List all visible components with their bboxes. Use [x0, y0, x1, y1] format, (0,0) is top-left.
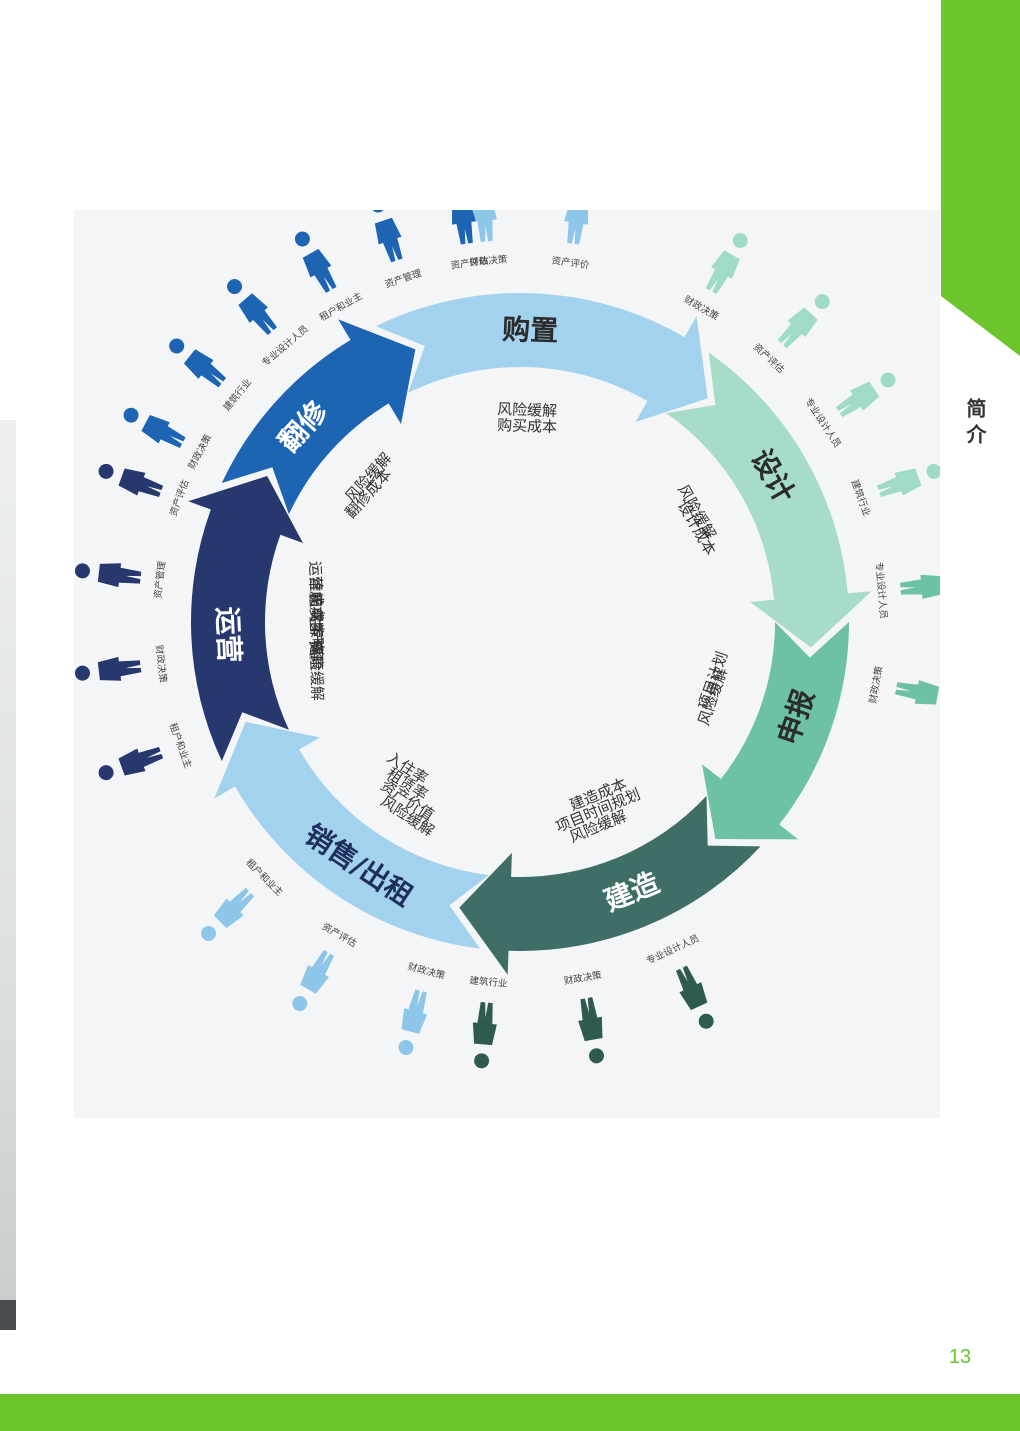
stakeholder-role: 建筑行业: [848, 478, 872, 518]
section-title: 简介: [963, 398, 987, 450]
stage-detail: 租赁策略: [306, 593, 327, 654]
person-icon: [895, 680, 940, 706]
stakeholder-role: 建筑行业: [469, 974, 508, 989]
stage-arrow: [666, 352, 872, 648]
stakeholder-role: 资产管理: [152, 560, 168, 600]
stakeholder-role: 专业设计人员: [802, 396, 843, 450]
stage-arrow: [375, 293, 708, 422]
person-icon: [676, 965, 714, 1029]
stakeholder-role: 资产评估: [450, 254, 490, 271]
section-tab-shape: [941, 0, 1020, 356]
stakeholder-role: 专业设计人员: [644, 932, 701, 967]
lifecycle-diagram: 购置风险缓解购买成本设计风险缓解设计成本申报项目计划风险缓解建造建造成本项目时间…: [74, 210, 940, 1118]
person-icon: [201, 887, 255, 941]
stakeholder-role: 资产评估: [751, 341, 787, 376]
person-icon: [578, 997, 604, 1064]
person-icon: [777, 294, 830, 349]
stakeholder-role: 租户和业主: [243, 857, 285, 899]
stage-detail: 购买成本: [497, 416, 558, 436]
stakeholder-role: 专业设计人员: [873, 561, 890, 619]
stage-detail: 生产率: [306, 616, 326, 662]
stage-detail: 运营成本: [306, 561, 327, 622]
stakeholder-role: 财政决策: [469, 253, 508, 268]
stakeholder-role: 财政决策: [407, 960, 447, 982]
background-photo-edge: [0, 420, 16, 1320]
person-icon: [398, 989, 428, 1055]
stage-arrow: [188, 476, 303, 762]
stakeholder-role: 财政决策: [153, 644, 169, 684]
person-icon: [98, 463, 164, 497]
stakeholder-role: 资产评价: [551, 254, 591, 271]
person-icon: [227, 279, 277, 335]
person-icon: [451, 210, 476, 245]
stage-arrow: [214, 721, 489, 949]
person-icon: [74, 656, 142, 681]
person-icon: [876, 463, 940, 497]
person-icon: [472, 1002, 497, 1069]
background-photo-shadow: [0, 1300, 16, 1330]
person-icon: [370, 210, 403, 263]
person-icon: [169, 338, 227, 388]
stage-name: 购置: [502, 313, 559, 348]
stakeholder-role: 财政决策: [867, 665, 886, 705]
stakeholder-role: 资产评估: [320, 920, 359, 950]
stakeholder-role: 租户和业主: [317, 290, 364, 324]
stage-arrow: [459, 795, 761, 975]
stage-arrow: [702, 622, 850, 840]
person-icon: [472, 210, 497, 242]
stage-detail: 风险缓解: [497, 400, 558, 420]
stage-detail: 健康: [307, 640, 326, 671]
person-icon: [900, 574, 940, 599]
footer-bar: [0, 1394, 1020, 1431]
person-icon: [292, 949, 335, 1011]
section-tab: [941, 0, 1020, 356]
person-icon: [294, 231, 337, 293]
person-icon: [98, 747, 164, 781]
stakeholder-role: 财政决策: [682, 293, 721, 323]
person-icon: [835, 372, 896, 418]
lifecycle-cycle: 购置风险缓解购买成本设计风险缓解设计成本申报项目计划风险缓解建造建造成本项目时间…: [74, 210, 940, 1069]
stage-name: 运营: [211, 606, 246, 663]
stage-arrow: [221, 319, 416, 515]
stage-detail: 维护成本: [306, 577, 327, 638]
stage-detail: 风险缓解: [306, 641, 327, 702]
person-icon: [564, 210, 589, 245]
person-icon: [705, 233, 748, 295]
stakeholder-role: 资产评估: [167, 478, 191, 518]
stakeholder-role: 租户和业主: [167, 721, 195, 770]
person-icon: [123, 407, 186, 448]
stakeholder-role: 财政决策: [186, 432, 215, 472]
stakeholder-role: 资产管理: [383, 267, 423, 291]
person-icon: [74, 563, 142, 588]
stakeholder-role: 建筑行业: [221, 376, 254, 413]
page-number: 13: [948, 1346, 972, 1368]
stakeholder-role: 财政决策: [563, 969, 603, 988]
